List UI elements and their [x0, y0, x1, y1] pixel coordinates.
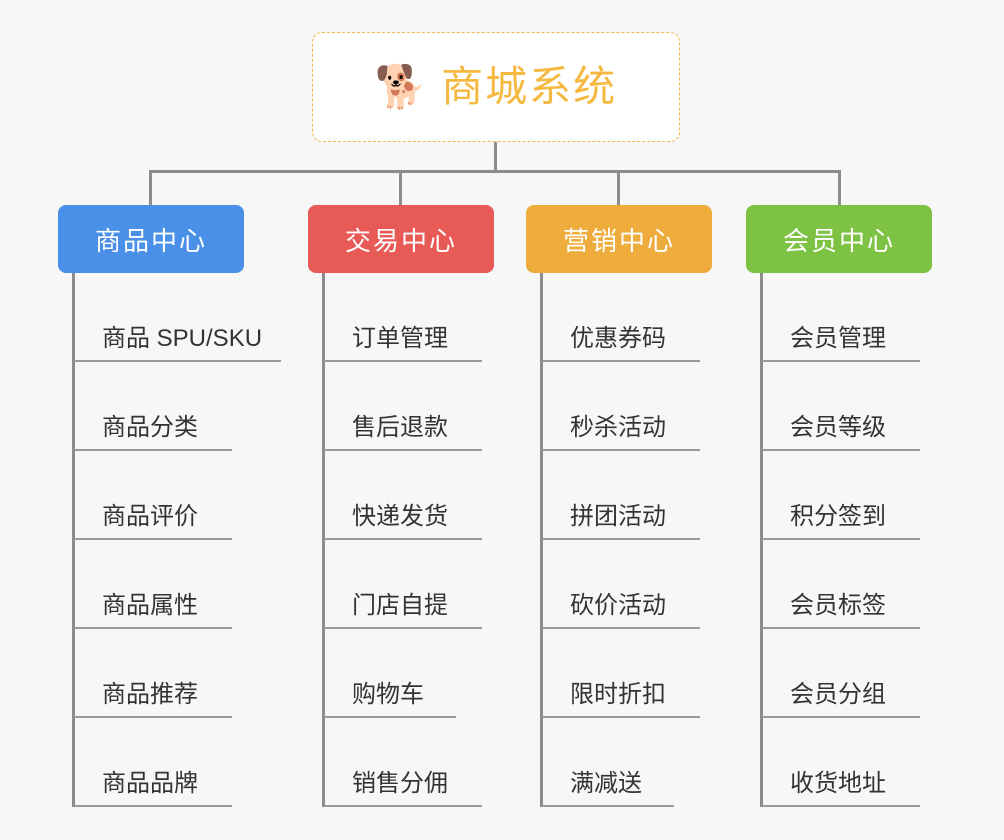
- leaf-item[interactable]: 会员等级: [746, 362, 920, 451]
- leaf-item-label: 商品评价: [102, 503, 198, 530]
- leaf-item-underline: [542, 627, 700, 629]
- branch-spine: [760, 273, 763, 807]
- leaf-item-label: 购物车: [352, 681, 424, 708]
- branch-head-button[interactable]: 营销中心: [526, 205, 712, 273]
- leaf-item[interactable]: 购物车: [308, 629, 456, 718]
- leaf-item-underline: [324, 716, 456, 718]
- leaf-item[interactable]: 商品 SPU/SKU: [58, 273, 281, 362]
- leaf-item[interactable]: 限时折扣: [526, 629, 700, 718]
- connector-root-stem: [494, 142, 497, 172]
- leaf-item-label: 销售分佣: [352, 770, 448, 797]
- leaf-item-underline: [762, 360, 920, 362]
- leaf-item[interactable]: 会员标签: [746, 540, 920, 629]
- leaf-item[interactable]: 商品品牌: [58, 718, 262, 807]
- leaf-item-underline: [542, 360, 700, 362]
- leaf-item[interactable]: 优惠券码: [526, 273, 700, 362]
- leaf-item-underline: [762, 716, 920, 718]
- branch-head-label: 会员中心: [782, 225, 895, 256]
- leaf-item[interactable]: 订单管理: [308, 273, 482, 362]
- connector-drop-1: [149, 170, 152, 206]
- leaf-item[interactable]: 收货地址: [746, 718, 920, 807]
- leaf-item-label: 限时折扣: [570, 681, 666, 708]
- leaf-item[interactable]: 会员分组: [746, 629, 920, 718]
- leaf-item-label: 会员分组: [790, 681, 886, 708]
- leaf-item-underline: [74, 805, 232, 807]
- leaf-item[interactable]: 销售分佣: [308, 718, 482, 807]
- leaf-item[interactable]: 商品推荐: [58, 629, 262, 718]
- root-node-title: 商城系统: [441, 63, 618, 110]
- leaf-item-label: 商品分类: [102, 414, 198, 441]
- connector-drop-4: [838, 170, 841, 206]
- leaf-item[interactable]: 快递发货: [308, 451, 482, 540]
- leaf-item-underline: [324, 538, 482, 540]
- leaf-item-label: 秒杀活动: [570, 414, 666, 441]
- leaf-item[interactable]: 商品属性: [58, 540, 262, 629]
- connector-horizontal-bar: [149, 170, 841, 173]
- leaf-item-label: 积分签到: [790, 503, 886, 530]
- leaf-item-underline: [762, 538, 920, 540]
- leaf-item-label: 快递发货: [352, 503, 448, 530]
- leaf-item-underline: [74, 716, 232, 718]
- leaf-item-underline: [542, 716, 700, 718]
- connector-drop-2: [399, 170, 402, 206]
- leaf-item[interactable]: 售后退款: [308, 362, 482, 451]
- leaf-item-label: 会员标签: [790, 592, 886, 619]
- leaf-item-underline: [324, 360, 482, 362]
- leaf-item-underline: [542, 538, 700, 540]
- leaf-list: 商品 SPU/SKU 商品分类商品评价商品属性商品推荐商品品牌: [58, 273, 281, 807]
- leaf-item[interactable]: 满减送: [526, 718, 674, 807]
- leaf-item-label: 售后退款: [352, 414, 448, 441]
- leaf-item-underline: [542, 449, 700, 451]
- leaf-item[interactable]: 砍价活动: [526, 540, 700, 629]
- leaf-item[interactable]: 商品评价: [58, 451, 262, 540]
- leaf-item-label: 满减送: [570, 770, 642, 797]
- leaf-item-label: 订单管理: [352, 325, 448, 352]
- branch-spine: [72, 273, 75, 807]
- leaf-item-underline: [324, 805, 482, 807]
- root-node-shop-system[interactable]: 🐕 商城系统: [312, 32, 680, 142]
- leaf-item-underline: [74, 538, 232, 540]
- leaf-item-label: 门店自提: [352, 592, 448, 619]
- leaf-item-underline: [74, 449, 232, 451]
- leaf-item-label: 商品 SPU/SKU: [102, 325, 263, 352]
- leaf-item[interactable]: 积分签到: [746, 451, 920, 540]
- leaf-item[interactable]: 门店自提: [308, 540, 482, 629]
- leaf-item-label: 拼团活动: [570, 503, 666, 530]
- leaf-list: 优惠券码秒杀活动拼团活动砍价活动限时折扣满减送: [526, 273, 700, 807]
- leaf-item-underline: [762, 805, 920, 807]
- branch-spine: [322, 273, 325, 807]
- leaf-list: 会员管理会员等级积分签到会员标签会员分组收货地址: [746, 273, 920, 807]
- leaf-item[interactable]: 拼团活动: [526, 451, 700, 540]
- branch-head-button[interactable]: 交易中心: [308, 205, 494, 273]
- leaf-item-label: 商品推荐: [102, 681, 198, 708]
- branch-head-label: 交易中心: [344, 225, 457, 256]
- leaf-item-underline: [762, 449, 920, 451]
- leaf-item-label: 会员管理: [790, 325, 886, 352]
- leaf-item-underline: [74, 627, 232, 629]
- connector-drop-3: [617, 170, 620, 206]
- leaf-item-label: 砍价活动: [570, 592, 666, 619]
- shiba-dog-icon: 🐕: [374, 63, 428, 110]
- leaf-item-underline: [74, 360, 281, 362]
- leaf-item-underline: [542, 805, 674, 807]
- leaf-item[interactable]: 商品分类: [58, 362, 262, 451]
- leaf-item-label: 商品属性: [102, 592, 198, 619]
- branch-head-button[interactable]: 商品中心: [58, 205, 244, 273]
- leaf-item-underline: [762, 627, 920, 629]
- leaf-item-underline: [324, 627, 482, 629]
- leaf-item-label: 会员等级: [790, 414, 886, 441]
- branch-head-label: 商品中心: [94, 225, 207, 256]
- leaf-item-label: 商品品牌: [102, 770, 198, 797]
- branch-spine: [540, 273, 543, 807]
- leaf-item-label: 收货地址: [790, 770, 886, 797]
- leaf-item-underline: [324, 449, 482, 451]
- leaf-item[interactable]: 会员管理: [746, 273, 920, 362]
- leaf-item[interactable]: 秒杀活动: [526, 362, 700, 451]
- leaf-item-label: 优惠券码: [570, 325, 666, 352]
- branch-head-button[interactable]: 会员中心: [746, 205, 932, 273]
- branch-head-label: 营销中心: [562, 225, 675, 256]
- leaf-list: 订单管理售后退款快递发货门店自提购物车销售分佣: [308, 273, 482, 807]
